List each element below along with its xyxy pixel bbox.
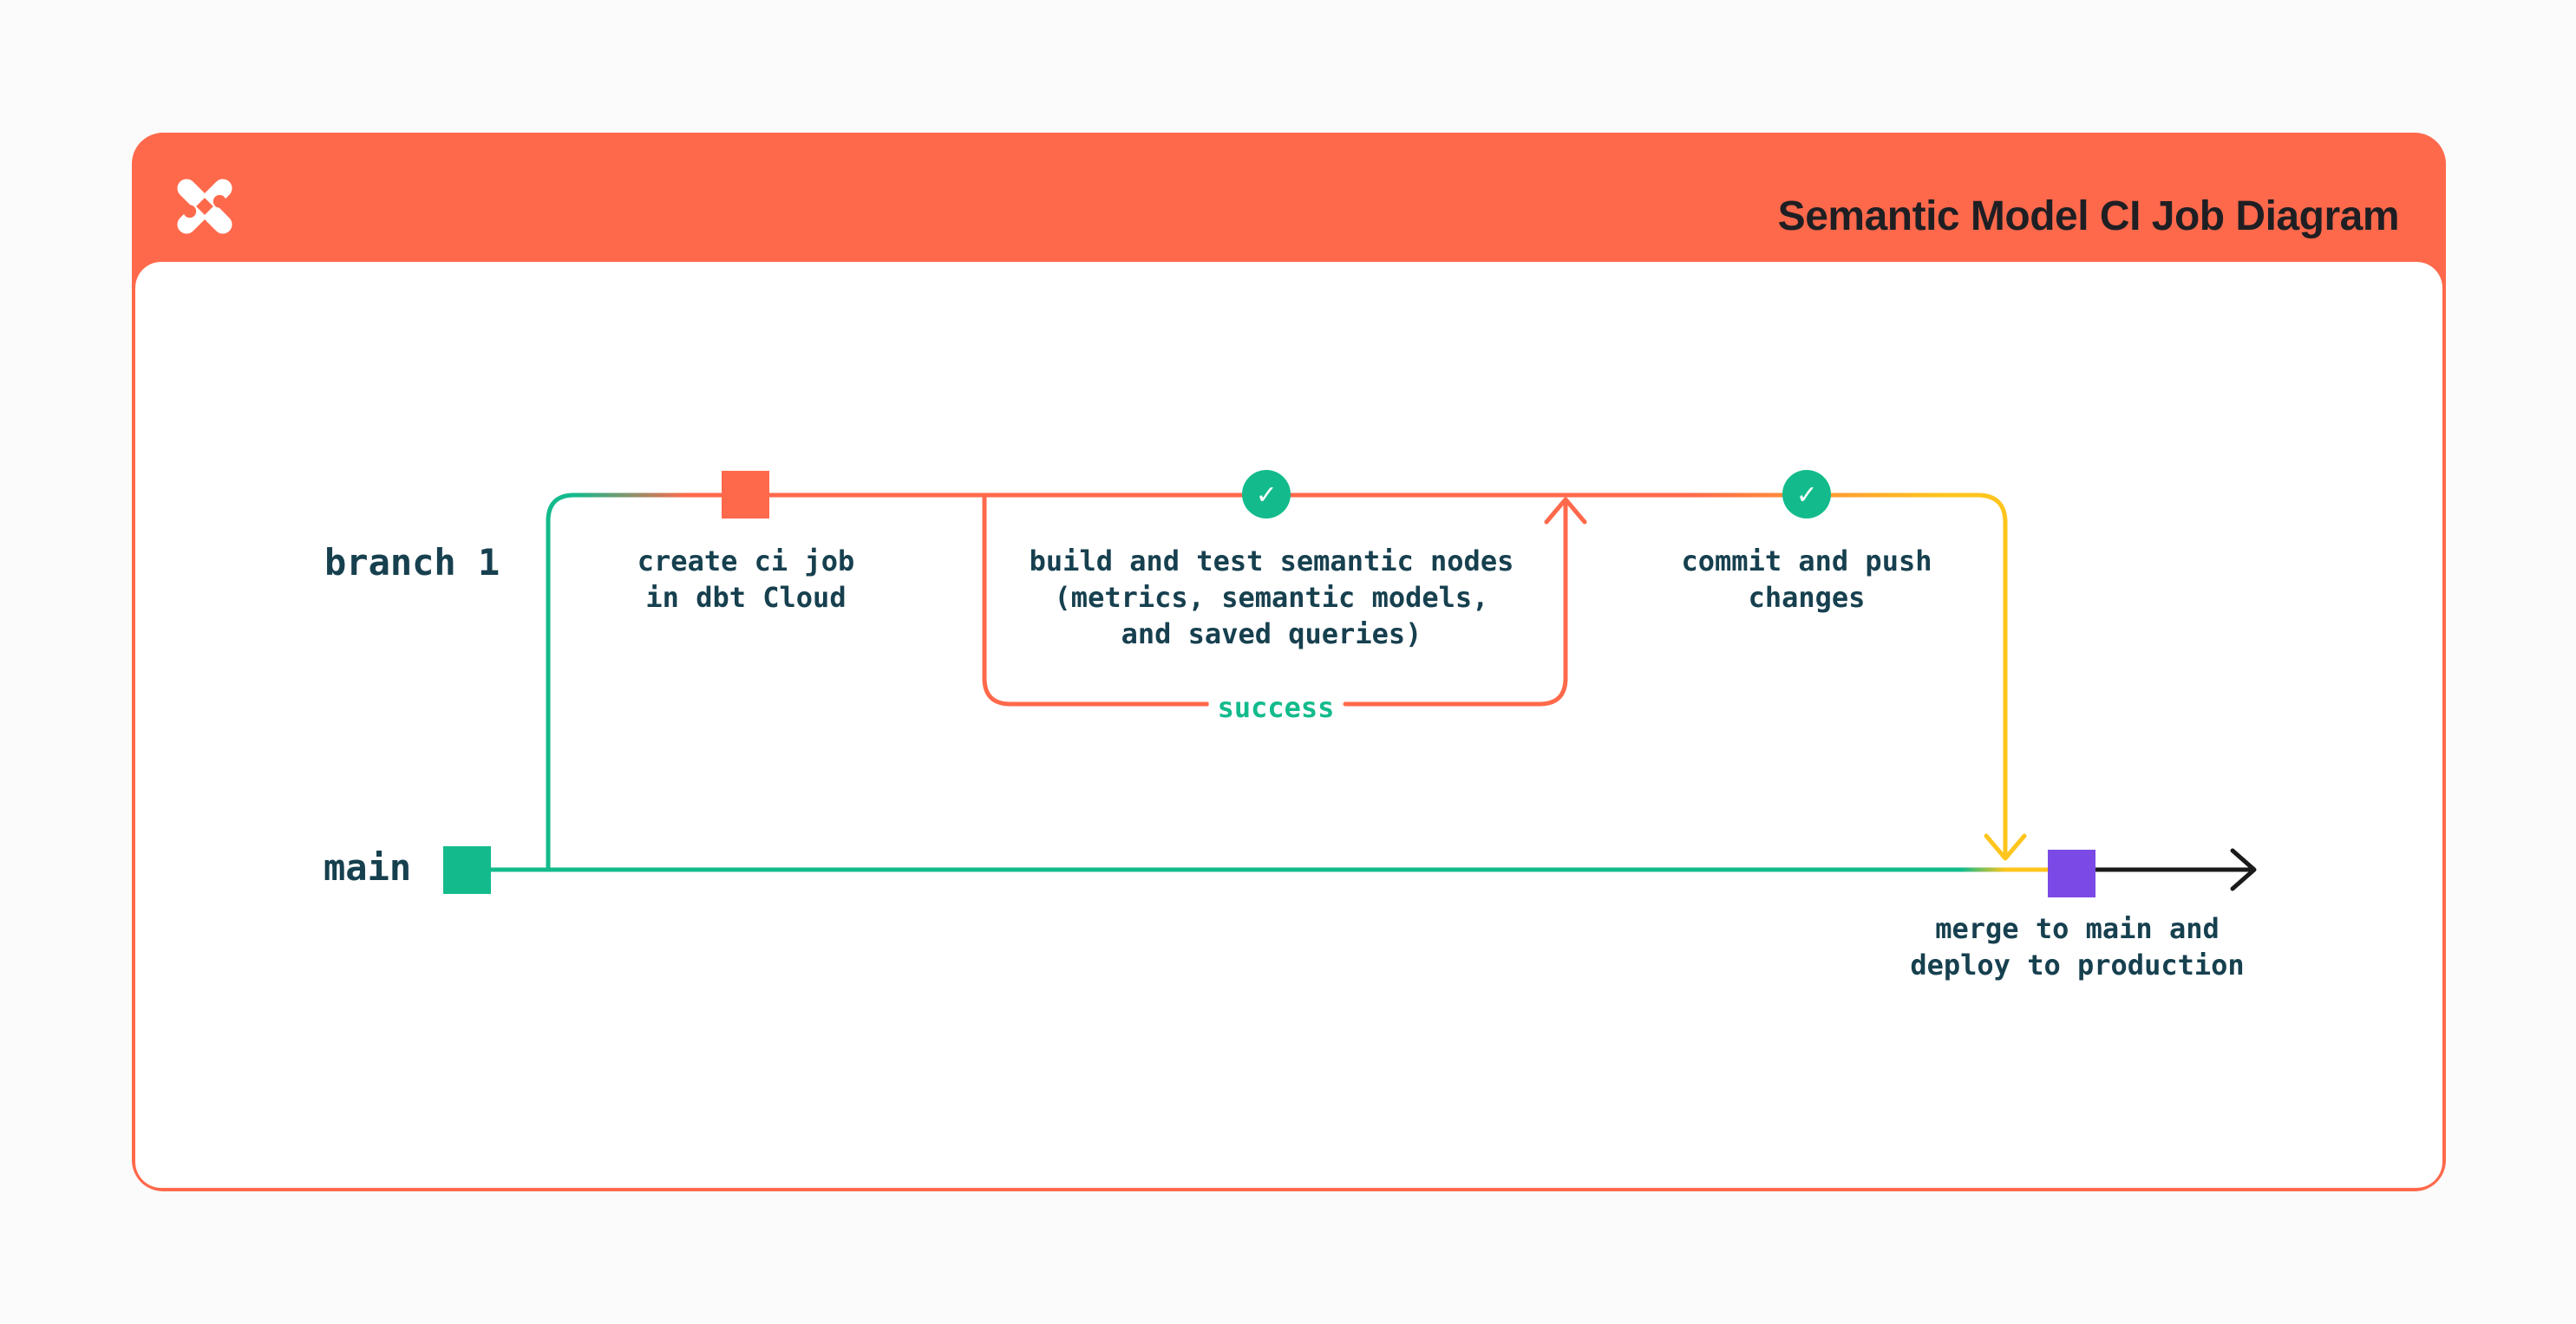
create-ci-commit-square (722, 471, 769, 519)
page-title: Semantic Model CI Job Diagram (1777, 193, 2400, 239)
production-arrowhead-icon (2230, 848, 2257, 891)
merge-arrowhead-icon (1984, 833, 2027, 861)
merge-down-line (1975, 492, 2008, 858)
branch-1-label: branch 1 (324, 541, 500, 584)
main-label: main (324, 846, 412, 889)
step-merge-and-deploy: merge to main and deploy to production (1910, 912, 2245, 982)
diagram-card: Semantic Model CI Job Diagram (132, 133, 2446, 1191)
dbt-logo-icon (177, 179, 232, 234)
merge-commit-square (2048, 850, 2095, 897)
check-glyph: ✓ (1257, 477, 1276, 512)
build-test-check-icon: ✓ (1242, 470, 1291, 519)
main-commit-square (443, 846, 491, 894)
success-label: success (1208, 689, 1344, 726)
success-arrowhead-icon (1544, 497, 1587, 525)
commit-push-check-icon: ✓ (1782, 470, 1831, 519)
branch-fork-line (546, 492, 577, 872)
step-create-ci-job: create ci job in dbt Cloud (637, 545, 855, 614)
step-build-and-test: build and test semantic nodes (metrics, … (1029, 545, 1514, 650)
success-loop-right (1343, 501, 1568, 707)
success-loop-left (982, 492, 1210, 707)
check-glyph: ✓ (1797, 477, 1816, 512)
step-commit-and-push: commit and push changes (1681, 545, 1932, 614)
